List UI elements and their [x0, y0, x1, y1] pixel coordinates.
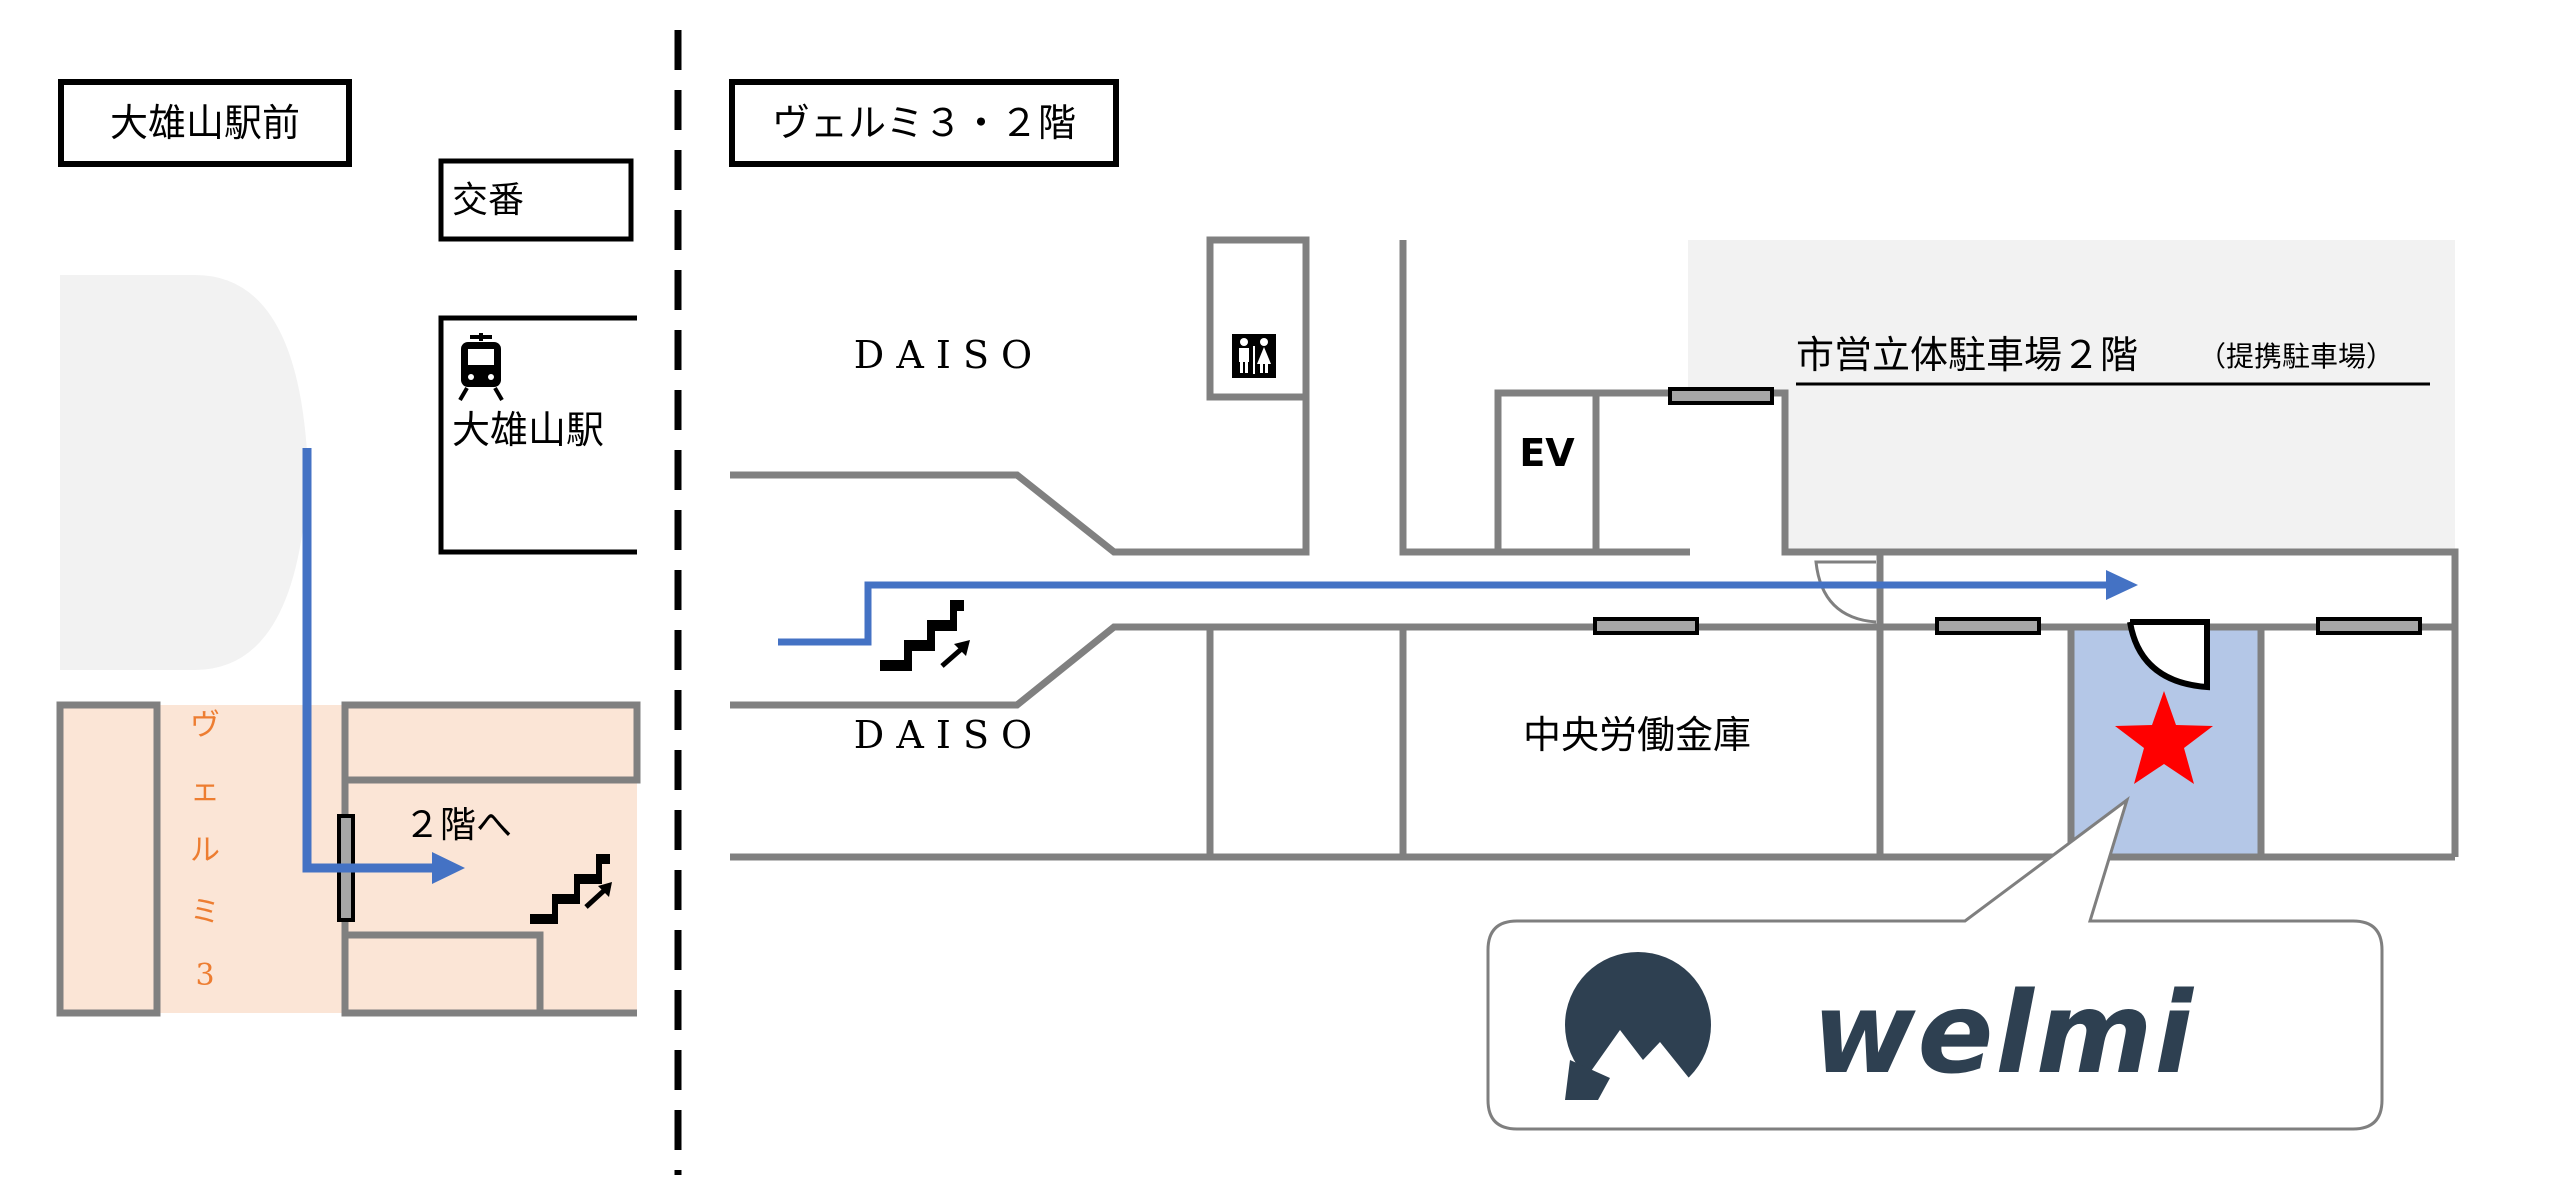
route-right [778, 581, 2108, 646]
right-title: ヴェルミ３・２階 [772, 101, 1076, 145]
floor-walls [730, 236, 2459, 861]
daiso-top-label: D A I S O [854, 333, 1032, 377]
parking-label: 市営立体駐車場２階 [1796, 333, 2138, 377]
door-corridor-1 [1593, 617, 1699, 635]
velmi3-label-3: ル [190, 833, 220, 868]
restroom-icon [1232, 334, 1276, 378]
right-title-box [729, 79, 1119, 167]
station-label: 大雄山駅 [452, 408, 604, 452]
koban-label: 交番 [452, 180, 524, 221]
bank-label: 中央労働金庫 [1523, 713, 1751, 757]
elevator-label: EV [1519, 431, 1575, 475]
mountain-logo-icon [1565, 952, 1711, 1100]
left-area: ヴ ェ ル ミ 3 大雄山駅前 交番 大雄山駅 ２階へ [56, 79, 641, 1017]
route-left-arrowhead [432, 852, 465, 884]
route-right-arrowhead [2106, 570, 2138, 600]
logo-wordmark: welmi [1812, 969, 2195, 1099]
left-title-box [58, 79, 352, 167]
velmi3-label-5: 3 [195, 958, 214, 993]
velmi3-label-4: ミ [190, 895, 220, 930]
parking-sublabel: （提携駐車場） [2198, 340, 2394, 373]
stairs-up-icon [530, 854, 612, 924]
route-left [302, 448, 440, 873]
logo-callout [1486, 796, 2384, 1131]
tram-icon [458, 333, 504, 402]
door-parking [1668, 387, 1774, 405]
left-title: 大雄山駅前 [110, 101, 300, 145]
velmi3-label-1: ヴ [190, 708, 220, 743]
daiso-bottom-label: D A I S O [854, 713, 1032, 757]
door-corridor-2 [1935, 617, 2041, 635]
door-swing-parking [1814, 560, 1877, 624]
to-second-floor-label: ２階へ [404, 805, 512, 846]
koban-box [438, 158, 634, 242]
door-swing-destination [2127, 619, 2210, 691]
doors [1593, 387, 2422, 635]
velmi3-label-2: ェ [190, 773, 220, 808]
parking-area [1688, 240, 2455, 552]
right-area: ヴェルミ３・２階 D A I S O D A I S O EV 市営立体駐車場２… [729, 79, 2459, 1131]
station-plaza [60, 275, 308, 670]
door-corridor-3 [2316, 617, 2422, 635]
corridor-stairs-icon [880, 600, 970, 671]
star-icon [2115, 691, 2213, 784]
